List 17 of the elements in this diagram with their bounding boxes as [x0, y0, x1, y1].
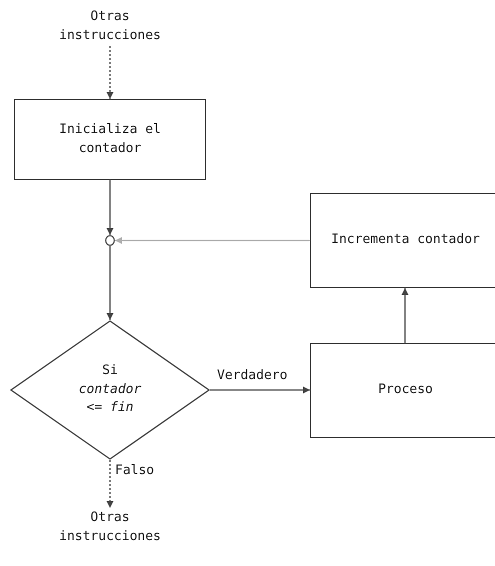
flow-text: Otras instrucciones	[58, 8, 162, 45]
box-text: Inicializa el contador	[58, 120, 162, 158]
arrow	[115, 237, 310, 244]
arrow	[106, 180, 114, 235]
box-text: Incrementa contador	[331, 231, 480, 250]
box-text: Proceso	[378, 381, 433, 400]
process-box	[310, 343, 495, 438]
arrow	[106, 46, 114, 99]
condition-text: Si contador <= fin	[78, 362, 142, 418]
arrow	[106, 460, 114, 508]
process-box	[310, 193, 495, 288]
arrow	[210, 386, 310, 394]
arrow	[402, 288, 408, 343]
junction-circle	[105, 235, 115, 246]
arrow	[106, 246, 114, 320]
process-box	[14, 99, 206, 180]
flow-text: Otras instrucciones	[58, 509, 162, 546]
